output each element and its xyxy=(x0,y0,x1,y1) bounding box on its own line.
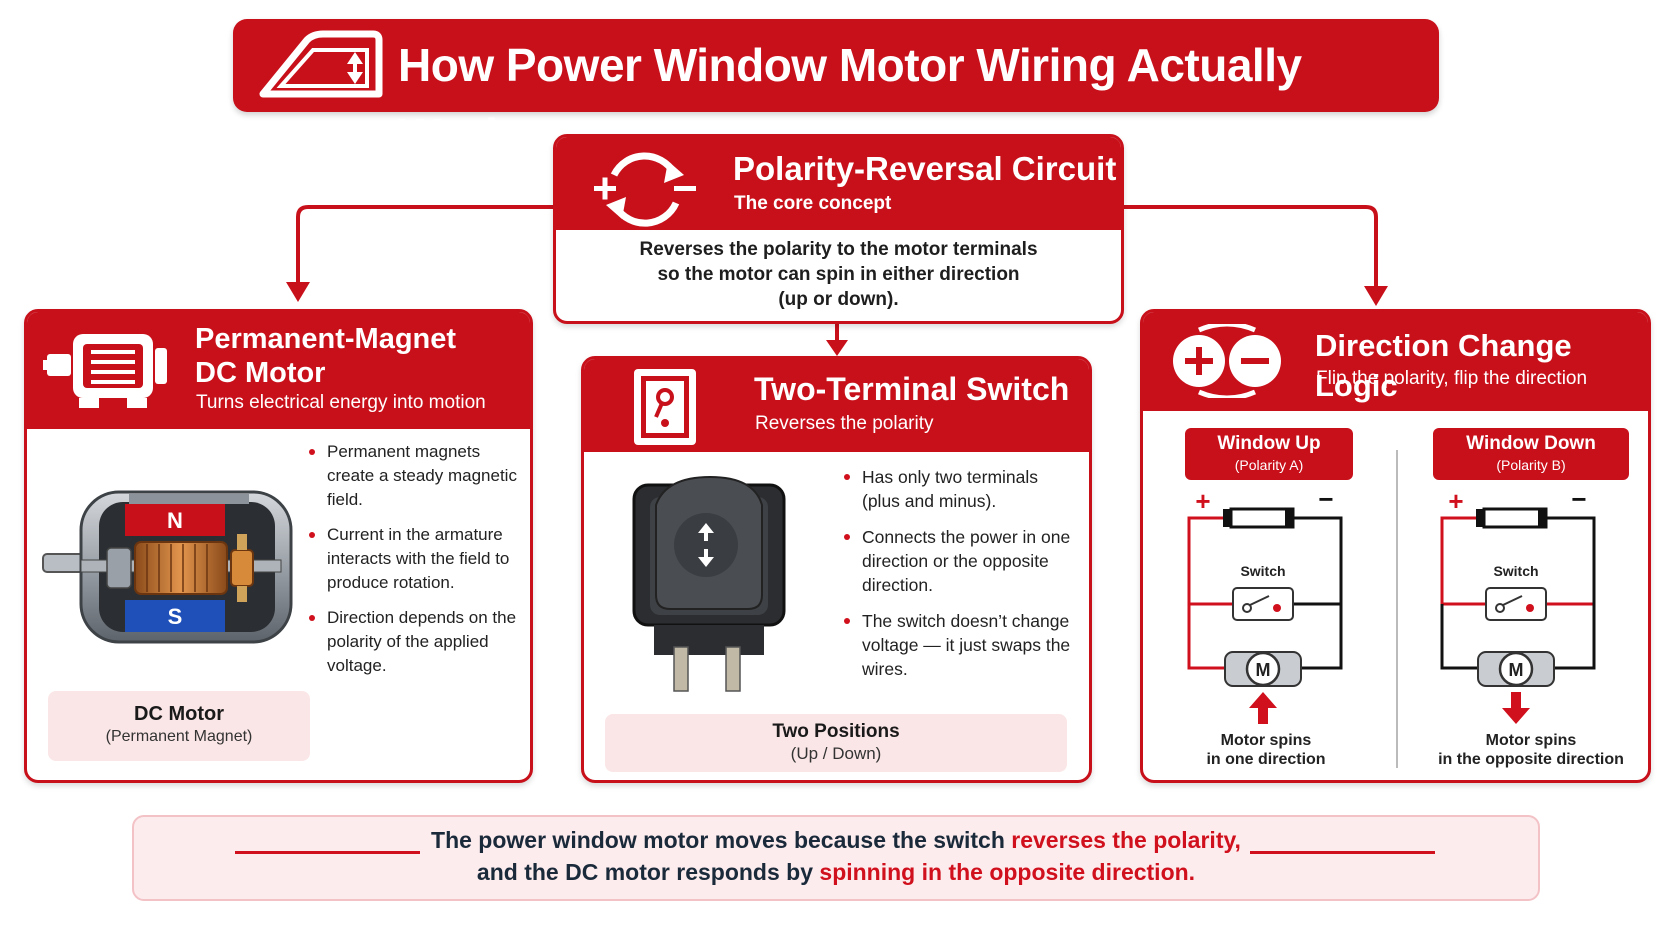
switch-title: Two-Terminal Switch xyxy=(754,371,1070,407)
two-terminal-switch-card: Two-Terminal Switch Reverses the polarit… xyxy=(581,356,1092,783)
arrow-down-icon xyxy=(1502,692,1530,724)
direction-logic-subtitle: Flip the polarity, flip the direction xyxy=(1316,368,1588,389)
window-down-label: Window Down (Polarity B) xyxy=(1433,428,1629,480)
dc-motor-box-subtitle: (Permanent Magnet) xyxy=(105,728,253,745)
window-up-polarity: (Polarity A) xyxy=(1234,457,1304,473)
footer-rule-right xyxy=(1250,851,1435,854)
polarity-description-line: so the motor can spin in either directio… xyxy=(657,264,1020,285)
two-positions-subtitle: (Up / Down) xyxy=(790,744,882,763)
magnet-south-label: S xyxy=(168,604,183,629)
summary-box xyxy=(132,815,1540,901)
two-positions-box: Two Positions (Up / Down) xyxy=(605,714,1067,772)
summary-highlight: reverses the polarity, xyxy=(1011,827,1241,853)
magnet-north-label: N xyxy=(167,508,183,533)
polarity-reversal-title: Polarity-Reversal Circuit xyxy=(733,150,1117,187)
motor-symbol: M xyxy=(1256,660,1271,680)
title-banner xyxy=(233,19,1439,112)
polarity-reversal-card: Polarity-Reversal Circuit The core conce… xyxy=(553,134,1124,324)
list-item: Connects the power in one direction or t… xyxy=(842,525,1072,597)
summary-text: The power window motor moves because the… xyxy=(431,827,1012,853)
list-item: Direction depends on the polarity of the… xyxy=(307,606,517,678)
plus-terminal-label: + xyxy=(1195,488,1210,516)
minus-terminal-label: − xyxy=(1318,488,1333,514)
dc-motor-title-line: DC Motor xyxy=(195,357,326,389)
direction-logic-header xyxy=(1143,312,1648,411)
polarity-reversal-description: Reverses the polarity to the motor termi… xyxy=(556,237,1121,312)
switch-subtitle: Reverses the polarity xyxy=(755,413,934,434)
motor-bullets: Permanent magnets create a steady magnet… xyxy=(307,440,517,678)
list-item: Current in the armature interacts with t… xyxy=(307,523,517,595)
switch-icon xyxy=(634,369,696,445)
window-down-polarity: (Polarity B) xyxy=(1496,457,1566,473)
window-down-title: Window Down xyxy=(1466,433,1596,454)
footer-rule-left xyxy=(235,851,420,854)
summary-line-1: The power window motor moves because the… xyxy=(132,825,1540,855)
polarity-reversal-header xyxy=(556,137,1121,230)
polarity-cycle-icon xyxy=(594,152,696,227)
caption-line: in the opposite direction xyxy=(1438,751,1624,768)
dc-motor-title: Permanent-Magnet DC Motor xyxy=(195,322,456,390)
caption-line: Motor spins xyxy=(1220,732,1312,749)
dc-motor-subtitle: Turns electrical energy into motion xyxy=(196,392,486,413)
window-down-caption: Motor spins in the opposite direction xyxy=(1413,731,1648,769)
list-item: The switch doesn’t change voltage — it j… xyxy=(842,609,1072,681)
switch-label: Switch xyxy=(1493,563,1538,579)
window-up-label: Window Up (Polarity A) xyxy=(1185,428,1353,480)
motor-cutaway-illustration: N S xyxy=(42,490,293,644)
car-window-icon xyxy=(259,30,383,98)
summary-highlight: spinning in the opposite direction. xyxy=(819,859,1196,885)
plus-minus-icon xyxy=(1173,324,1281,398)
dc-motor-box-title: DC Motor xyxy=(134,703,224,725)
window-down-circuit: + − Switch M xyxy=(1440,488,1596,687)
motor-icon xyxy=(43,334,167,408)
plus-terminal-label: + xyxy=(1448,488,1463,516)
summary-text: and the DC motor responds by xyxy=(476,859,820,885)
dc-motor-title-line: Permanent-Magnet xyxy=(195,323,457,355)
polarity-reversal-subtitle: The core concept xyxy=(734,193,892,214)
page-title: How Power Window Motor Wiring Actually W… xyxy=(398,39,1302,161)
dc-motor-card: Permanent-Magnet DC Motor Turns electric… xyxy=(24,309,533,783)
polarity-description-line: Reverses the polarity to the motor termi… xyxy=(639,239,1038,260)
window-up-title: Window Up xyxy=(1217,433,1321,454)
rocker-switch-illustration xyxy=(632,475,786,692)
switch-bullets: Has only two terminals (plus and minus).… xyxy=(842,465,1072,681)
window-up-caption: Motor spins in one direction xyxy=(1173,731,1359,769)
direction-logic-card: Direction Change Logic Flip the polarity… xyxy=(1140,309,1651,783)
arrow-up-icon xyxy=(1249,692,1277,724)
minus-terminal-label: − xyxy=(1571,488,1586,514)
list-item: Has only two terminals (plus and minus). xyxy=(842,465,1072,513)
switch-label: Switch xyxy=(1240,563,1285,579)
two-positions-title: Two Positions xyxy=(772,721,900,742)
caption-line: in one direction xyxy=(1206,751,1326,768)
summary-line-2: and the DC motor responds by spinning in… xyxy=(132,857,1540,887)
motor-symbol: M xyxy=(1509,660,1524,680)
polarity-description-line: (up or down). xyxy=(778,289,899,310)
dc-motor-label-box: DC Motor (Permanent Magnet) xyxy=(48,691,310,761)
caption-line: Motor spins xyxy=(1485,732,1577,749)
window-up-circuit: + − Switch M xyxy=(1187,488,1343,687)
panel-divider xyxy=(1396,450,1398,768)
direction-logic-title: Direction Change Logic xyxy=(1315,328,1572,403)
list-item: Permanent magnets create a steady magnet… xyxy=(307,440,517,512)
